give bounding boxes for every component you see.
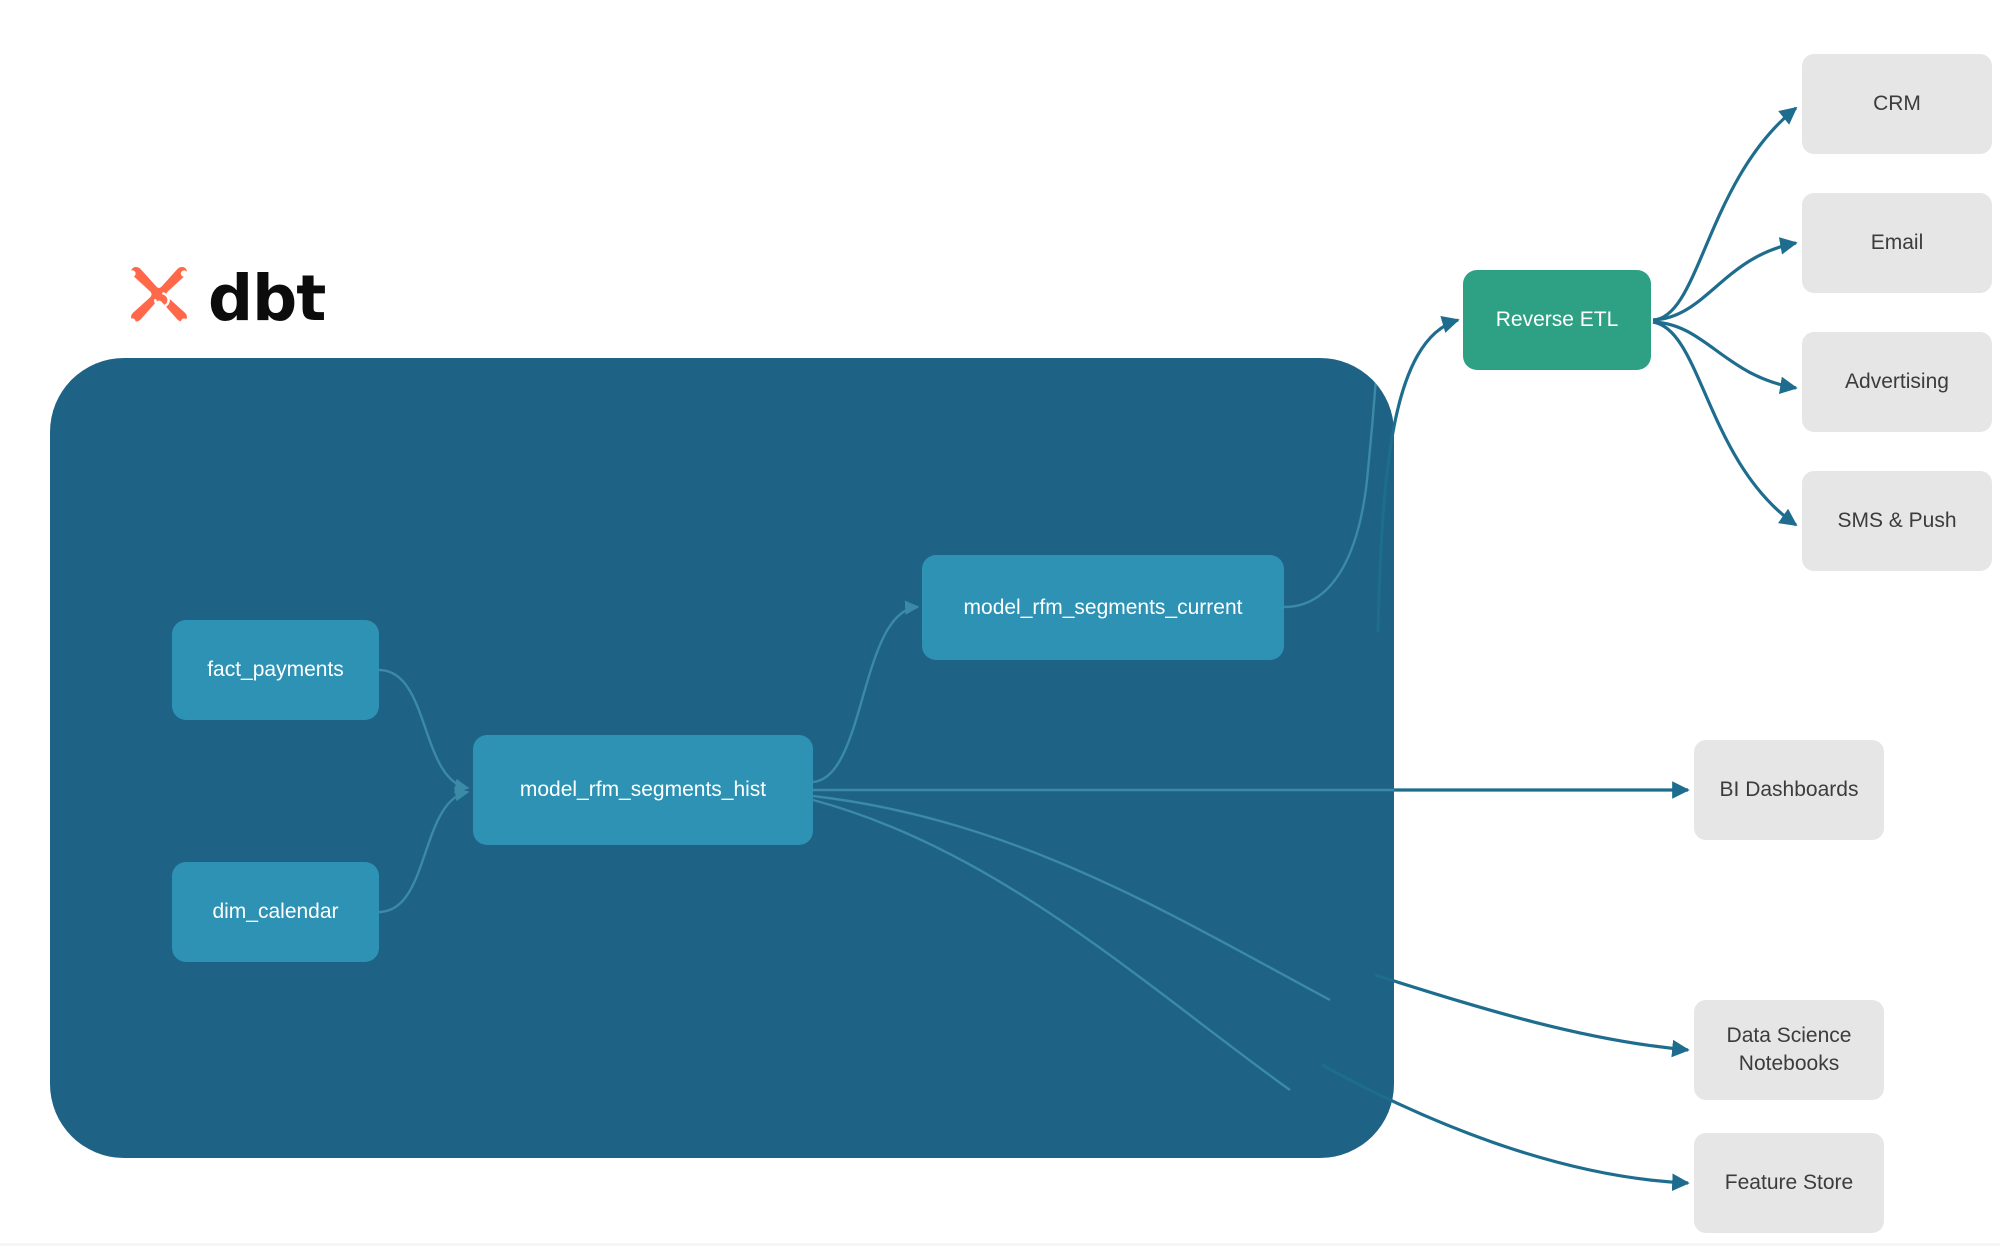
destination-node-crm[interactable]: CRM [1802, 54, 1992, 154]
destination-node-sms-push[interactable]: SMS & Push [1802, 471, 1992, 571]
edge-reverse-etl-to-crm [1652, 106, 1798, 322]
destination-label: CRM [1873, 92, 1921, 116]
model-node-model-rfm-segments-current[interactable]: model_rfm_segments_current [922, 555, 1284, 660]
destination-label: Feature Store [1724, 1171, 1854, 1195]
bottom-edge-shadow [0, 1243, 2000, 1246]
edge-reverse-etl-to-advertising [1652, 320, 1798, 395]
reverse-etl-node[interactable]: Reverse ETL [1463, 270, 1651, 370]
destination-node-feature-store[interactable]: Feature Store [1694, 1133, 1884, 1233]
model-node-label: model_rfm_segments_current [963, 595, 1243, 619]
dbt-logo: dbt [122, 258, 342, 338]
model-node-model-rfm-segments-hist[interactable]: model_rfm_segments_hist [473, 735, 813, 845]
destination-node-email[interactable]: Email [1802, 193, 1992, 293]
destination-label-line1: Data Science [1726, 1024, 1852, 1048]
edge-to-ds-notebooks [1374, 973, 1690, 1058]
model-node-dim-calendar[interactable]: dim_calendar [172, 862, 379, 962]
model-node-label: dim_calendar [212, 900, 339, 923]
model-node-fact-payments[interactable]: fact_payments [172, 620, 379, 720]
edge-reverse-etl-to-sms-push [1652, 320, 1798, 527]
reverse-etl-label: Reverse ETL [1495, 308, 1619, 331]
model-node-label: model_rfm_segments_hist [519, 778, 767, 801]
dbt-wordmark: dbt [208, 261, 326, 335]
destination-node-advertising[interactable]: Advertising [1802, 332, 1992, 432]
destination-node-data-science-notebooks[interactable]: Data Science Notebooks [1694, 1000, 1884, 1100]
edge-reverse-etl-to-email [1652, 237, 1798, 322]
destination-label: Email [1870, 231, 1924, 255]
dbt-logo-icon [129, 266, 188, 325]
destination-label: Advertising [1845, 370, 1949, 394]
destination-node-bi-dashboards[interactable]: BI Dashboards [1694, 740, 1884, 840]
destination-label: BI Dashboards [1719, 778, 1859, 802]
destination-label: SMS & Push [1837, 509, 1957, 533]
model-node-label: fact_payments [207, 658, 344, 681]
destination-label-line2: Notebooks [1738, 1052, 1840, 1075]
